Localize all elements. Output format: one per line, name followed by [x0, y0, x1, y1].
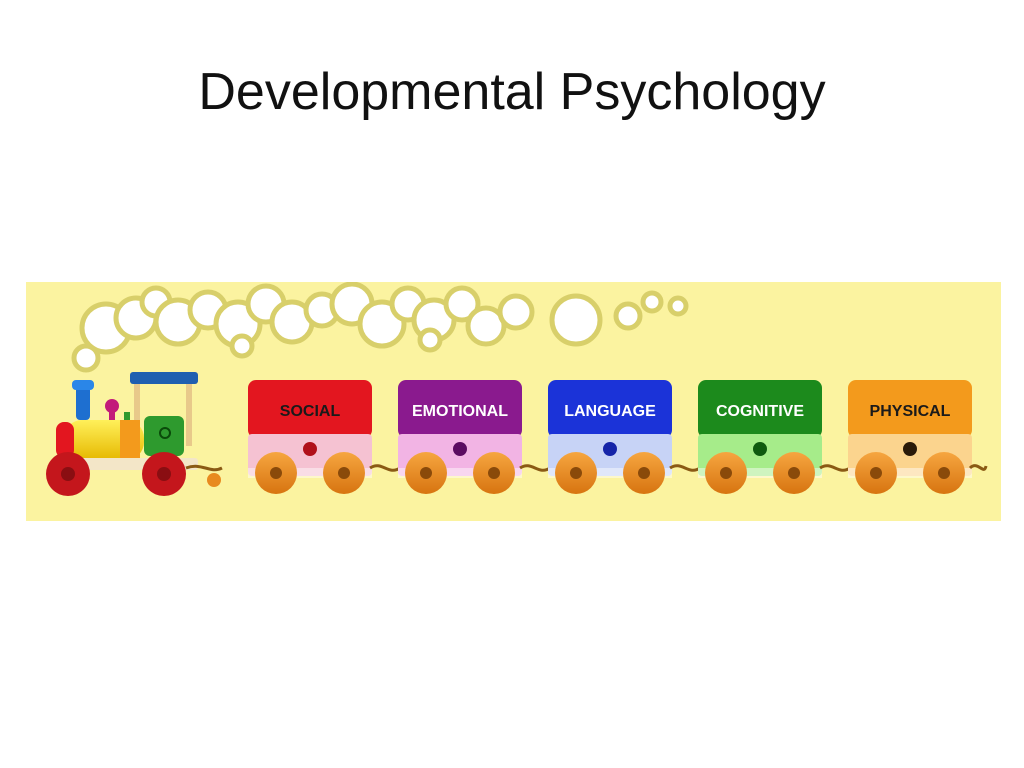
car-hole	[303, 442, 317, 456]
coupling	[519, 464, 551, 472]
train-car-emotional: EMOTIONAL	[398, 380, 551, 494]
car-base	[848, 468, 972, 478]
car-base	[398, 468, 522, 478]
wheel-hub	[938, 467, 950, 479]
locomotive	[46, 372, 223, 496]
train-car-physical: PHYSICAL	[848, 380, 988, 494]
coupling	[968, 464, 988, 471]
wheel-hub	[570, 467, 582, 479]
car-roof	[548, 380, 672, 438]
wheel-hub	[788, 467, 800, 479]
wheel-hub	[638, 467, 650, 479]
car-hole	[453, 442, 467, 456]
wheel-hub	[270, 467, 282, 479]
smoke-clouds	[71, 282, 689, 373]
wheel-hub	[338, 467, 350, 479]
train-car-social: SOCIAL	[248, 380, 401, 494]
train-cars: SOCIAL EMOTIONAL LANGUAGE COGNITIVE PHYSICAL	[248, 380, 988, 494]
train-illustration: SOCIAL EMOTIONAL LANGUAGE COGNITIVE PHYSICAL	[26, 282, 1001, 521]
wheel-hub	[488, 467, 500, 479]
coupling	[669, 464, 701, 472]
coupling	[369, 464, 401, 472]
car-label: PHYSICAL	[870, 403, 951, 420]
car-label: LANGUAGE	[564, 403, 656, 420]
car-label: SOCIAL	[280, 403, 341, 420]
car-roof	[248, 380, 372, 438]
train-car-language: LANGUAGE	[548, 380, 701, 494]
car-base	[698, 468, 822, 478]
coupling	[819, 464, 851, 472]
wheel-hub	[720, 467, 732, 479]
car-roof	[848, 380, 972, 438]
car-hole	[903, 442, 917, 456]
car-roof	[398, 380, 522, 438]
car-roof	[698, 380, 822, 438]
wheel-hub	[420, 467, 432, 479]
car-hole	[753, 442, 767, 456]
train-graphic: SOCIAL EMOTIONAL LANGUAGE COGNITIVE PHYSICAL	[46, 282, 988, 496]
train-car-cognitive: COGNITIVE	[698, 380, 851, 494]
wheel-hub	[870, 467, 882, 479]
car-label: EMOTIONAL	[412, 403, 508, 420]
car-hole	[603, 442, 617, 456]
car-base	[548, 468, 672, 478]
slide-title: Developmental Psychology	[198, 63, 826, 121]
car-label: COGNITIVE	[716, 403, 804, 420]
car-base	[248, 468, 372, 478]
